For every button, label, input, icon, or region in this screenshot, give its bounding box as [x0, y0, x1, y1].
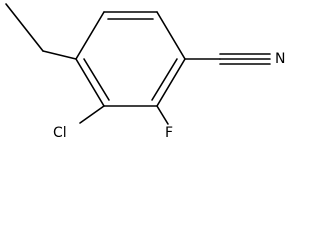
- fluoro-bond: [156, 105, 169, 125]
- ring-bond-bottom-right: [156, 58, 186, 107]
- ring-bond-top-left: [75, 11, 105, 60]
- ethyl-bond-ring: [42, 50, 77, 60]
- ring-double-bond-right: [151, 58, 178, 101]
- molecule-structure: N Cl F: [5, 3, 285, 141]
- fluorine-atom-label: F: [165, 125, 173, 141]
- chloro-bond: [79, 105, 105, 124]
- ring-double-bond-left: [83, 58, 110, 101]
- nitrogen-atom-label: N: [275, 51, 285, 67]
- ethyl-bond-terminal: [5, 3, 44, 52]
- chlorine-atom-label: Cl: [53, 125, 67, 141]
- ring-bond-top-right: [156, 11, 186, 60]
- ring-bond-bottom-left: [75, 58, 105, 107]
